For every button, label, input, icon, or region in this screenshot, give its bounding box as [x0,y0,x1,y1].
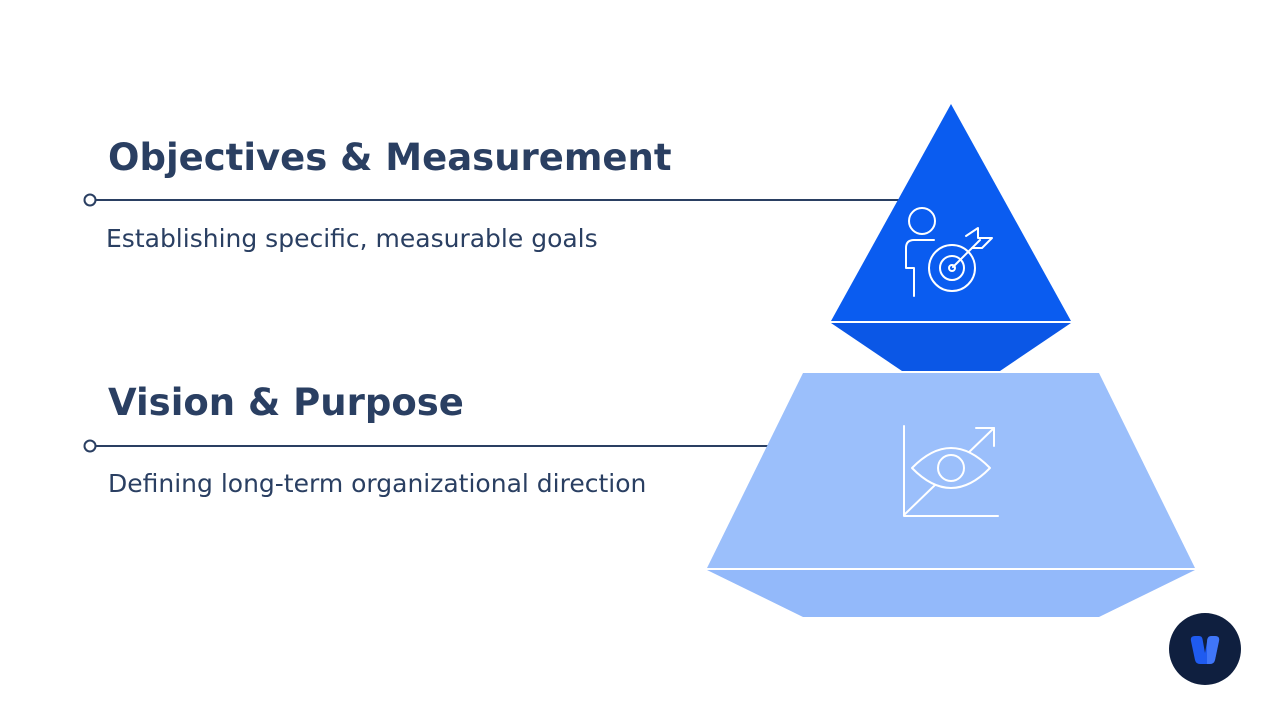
eye-growth-icon [903,425,999,517]
level-description-vision: Defining long-term organizational direct… [108,469,647,498]
brand-logo-icon [1190,636,1220,664]
level-title-vision: Vision & Purpose [108,381,464,424]
brand-logo [1169,613,1241,685]
connector-objectives [83,193,900,207]
pyramid-tier-objectives [831,104,1071,371]
pyramid-tier-vision [707,373,1195,617]
level-description-objectives: Establishing specific, measurable goals [106,224,598,253]
person-target-icon [905,207,993,297]
level-title-objectives: Objectives & Measurement [108,136,672,179]
connector-vision [83,439,770,453]
